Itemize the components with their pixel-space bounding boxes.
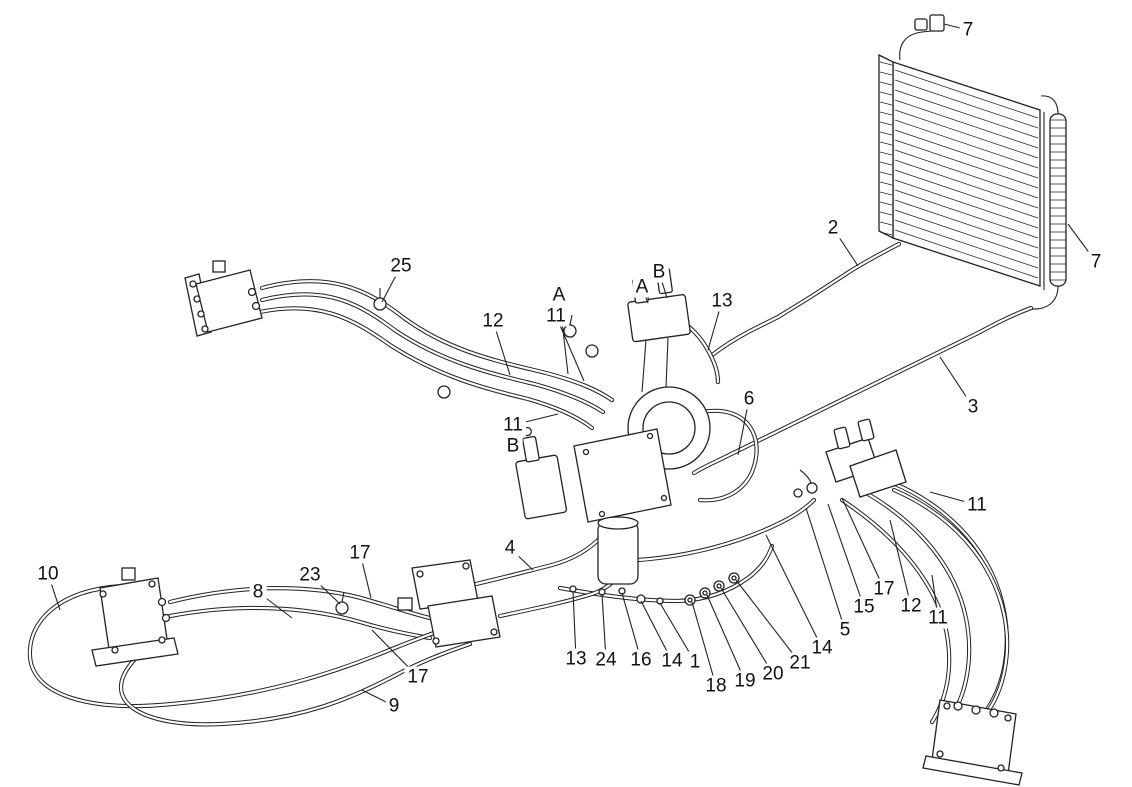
callout-leader-4 [509, 547, 534, 571]
callout-leader-10 [47, 573, 61, 611]
callout-leader-3 [939, 356, 974, 408]
callout-leader-14 [640, 600, 673, 662]
rear-right-motor [922, 699, 1023, 786]
hose-bundle-right [839, 475, 1010, 725]
hose-6-loop [697, 408, 759, 503]
callout-leader-20 [720, 587, 774, 675]
hose-loops-left [27, 583, 473, 727]
control-valve-left [515, 426, 568, 520]
hose-3-cooler-to-pump [691, 305, 1034, 476]
callout-leader-5 [805, 507, 846, 631]
callout-leader-12 [492, 320, 511, 376]
callout-leader-2 [832, 227, 859, 267]
front-left-motor [184, 260, 263, 337]
callout-leader-12 [889, 519, 912, 607]
callout-leader-7 [943, 23, 969, 31]
callout-leader-13 [707, 300, 723, 351]
pump-assembly [573, 337, 711, 585]
callout-leader-7 [1067, 223, 1097, 263]
rear-left-motor [91, 567, 179, 667]
callout-leader-15 [827, 503, 865, 608]
cooler-return-hose [1030, 95, 1067, 310]
callout-leader-11 [512, 413, 559, 426]
callout-leader-24 [601, 593, 607, 661]
cooler-inlet-fitting [899, 14, 945, 61]
callout-leader-16 [621, 592, 642, 661]
callout-leader-11 [929, 491, 978, 506]
center-valve-block [397, 559, 501, 648]
oil-cooler [878, 53, 1041, 287]
callout-leader-17 [359, 552, 372, 599]
callout-leader-21 [735, 579, 801, 664]
callout-leader-14 [765, 534, 823, 649]
callout-leader-17 [841, 497, 885, 590]
callout-leader-9 [361, 689, 395, 707]
right-valve-assembly [793, 418, 907, 498]
callout-leader-8 [257, 591, 293, 619]
hose-bundle-front [257, 279, 615, 431]
callout-leader-25 [381, 265, 402, 303]
hose-5 [635, 497, 817, 563]
callout-leader-18 [691, 601, 717, 687]
hose-2-cooler-to-pump [708, 241, 902, 359]
callout-leader-1 [659, 602, 696, 663]
hose-13-short [685, 323, 721, 385]
control-valve-top [627, 267, 691, 343]
callout-leader-13 [572, 590, 577, 660]
callout-leader-19 [706, 594, 746, 682]
hose-4 [473, 533, 621, 619]
callout-leader-11 [555, 315, 585, 382]
